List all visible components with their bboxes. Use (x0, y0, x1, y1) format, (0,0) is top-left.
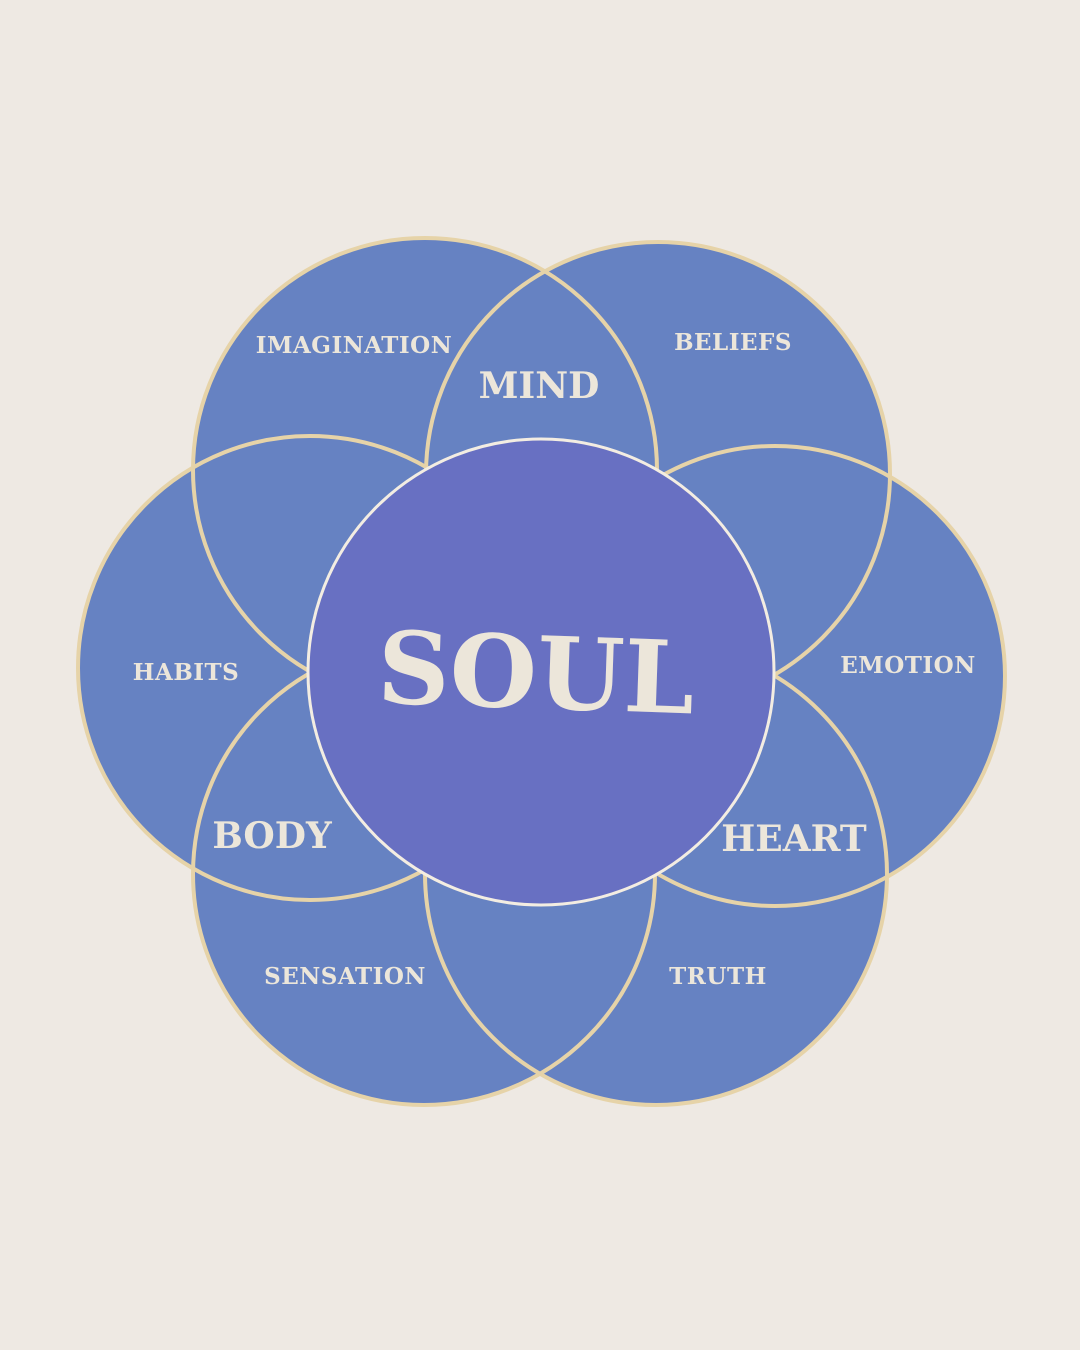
heart-label: HEART (721, 818, 867, 860)
beliefs-label: BELIEFS (674, 329, 792, 356)
habits-label: HABITS (133, 659, 240, 686)
center-circle (306, 437, 776, 907)
imagination-label: IMAGINATION (256, 332, 453, 359)
sensation-label: SENSATION (264, 963, 426, 990)
truth-label: TRUTH (669, 963, 767, 990)
emotion-label: EMOTION (840, 652, 975, 679)
body-label: BODY (212, 815, 333, 857)
mind-label: MIND (479, 365, 600, 407)
soul-label: SOUL (376, 609, 697, 738)
